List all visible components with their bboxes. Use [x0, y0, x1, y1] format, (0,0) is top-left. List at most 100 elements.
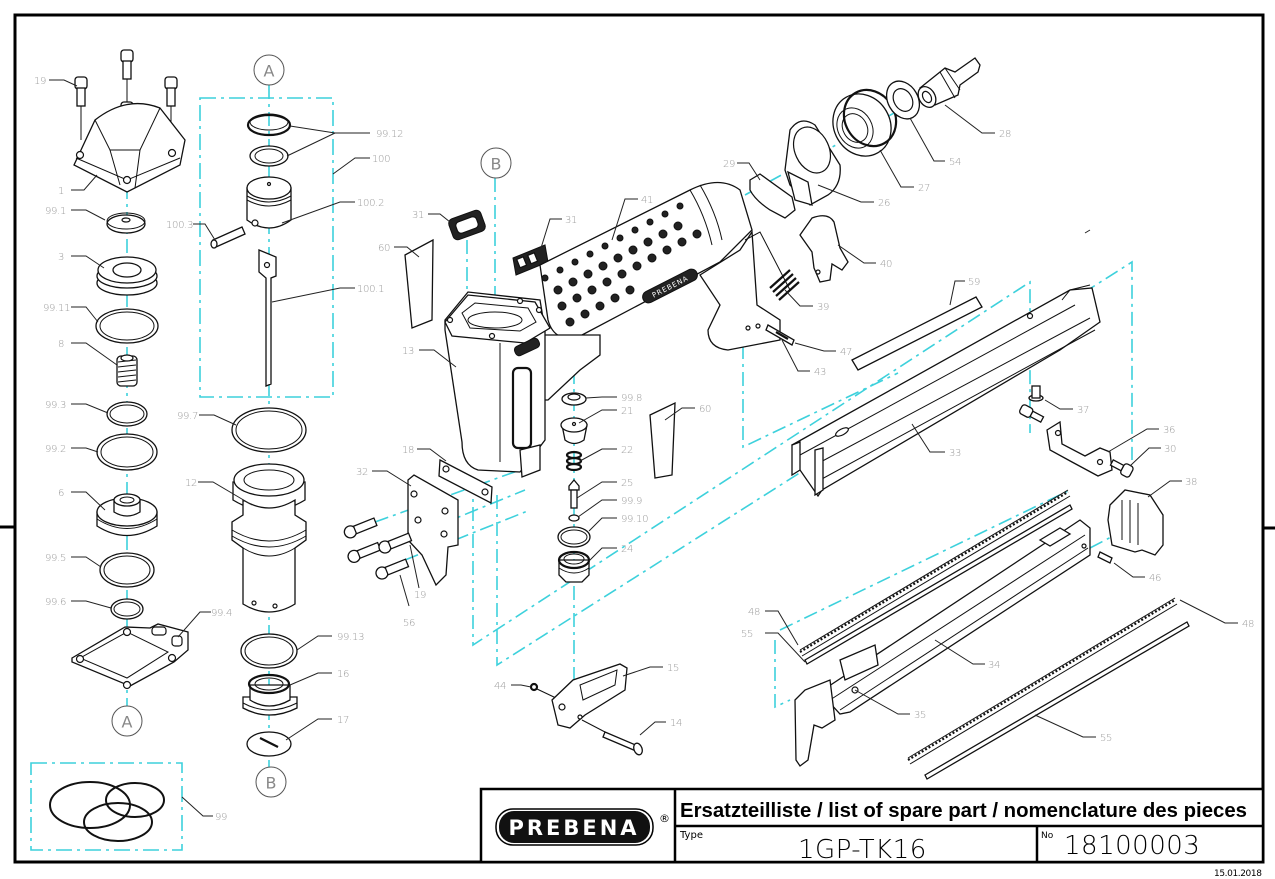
- callout-19: 19: [34, 76, 46, 87]
- part-8-spring: [116, 354, 138, 387]
- svg-text:B: B: [266, 774, 277, 793]
- frame-border: [13, 13, 1265, 864]
- part-3-valve-seat: [96, 256, 158, 296]
- callout-99-13: 99.13: [337, 632, 364, 643]
- part-99-7-o-ring: [231, 407, 307, 453]
- magazine-parts: [791, 284, 1190, 780]
- middle-column-parts: A: [210, 54, 307, 798]
- part-13-housing: [444, 291, 551, 478]
- callout-31-right: 31: [565, 215, 577, 226]
- callout-56: 56: [403, 618, 415, 629]
- callout-47: 47: [840, 347, 852, 358]
- part-99-9-o-ring: [568, 514, 580, 522]
- svg-text:A: A: [122, 713, 133, 732]
- part-handle: [699, 230, 791, 351]
- callout-40: 40: [880, 259, 892, 270]
- part-60-pad-right: [649, 401, 676, 479]
- callout-1: 1: [58, 186, 64, 197]
- part-100-3-pin: [210, 226, 246, 249]
- callout-8: 8: [58, 339, 64, 350]
- part-99-1-washer: [106, 212, 146, 234]
- part-18-plate: [438, 458, 493, 505]
- part-14-pin: [581, 719, 643, 756]
- part-24-valve-bushing: [557, 550, 591, 583]
- callout-54: 54: [949, 157, 961, 168]
- callout-31-left: 31: [412, 210, 424, 221]
- type-label: Type: [679, 830, 703, 841]
- part-29-latch: [749, 173, 796, 219]
- callout-100: 100: [372, 154, 390, 165]
- callout-35: 35: [914, 710, 926, 721]
- callout-46: 46: [1149, 573, 1161, 584]
- callout-99-5: 99.5: [45, 553, 66, 564]
- part-16-bumper-seat: [242, 673, 298, 716]
- axis-magazine-lower: [774, 640, 791, 709]
- callout-12: 12: [185, 478, 197, 489]
- callout-34: 34: [988, 660, 1000, 671]
- callout-48-right: 48: [1242, 619, 1254, 630]
- document-date: 15.01.2018: [1214, 869, 1262, 879]
- type-value: 1GP-TK16: [798, 835, 927, 865]
- reference-marker-a-top: A: [253, 54, 285, 86]
- callout-43: 43: [814, 367, 826, 378]
- part-21-valve-cap: [560, 417, 588, 445]
- part-17-bumper: [246, 731, 292, 757]
- part-28-air-plug: [917, 57, 981, 108]
- part-6-valve-piston: [96, 493, 158, 537]
- part-60-pad-left: [404, 238, 434, 329]
- callout-38: 38: [1185, 477, 1197, 488]
- part-99-2-o-ring: [96, 433, 158, 471]
- part-99-13-o-ring: [240, 633, 298, 669]
- part-26-hanger: [784, 120, 841, 206]
- stray-mark: [1084, 229, 1091, 234]
- reference-marker-b-bottom: B: [255, 766, 287, 798]
- part-31-cover-right: [512, 244, 549, 276]
- callout-55-left: 55: [741, 629, 753, 640]
- part-99-10-o-ring: [557, 526, 591, 548]
- leader-lines: [49, 79, 1238, 817]
- callout-28: 28: [999, 129, 1011, 140]
- document-number: 18100003: [1064, 831, 1200, 861]
- axis-nose-screw-1: [374, 469, 521, 523]
- callout-39: 39: [817, 302, 829, 313]
- callout-99-11: 99.11: [43, 303, 70, 314]
- main-body-parts: B PREBENA: [343, 147, 791, 587]
- part-41-grip: PREBENA: [539, 181, 753, 339]
- part-33-magazine: [791, 284, 1101, 498]
- part-40-latch-lever: [799, 215, 849, 283]
- callout-99-1: 99.1: [45, 206, 66, 217]
- callout-16: 16: [337, 669, 349, 680]
- part-55-rod-lower: [924, 621, 1190, 780]
- callout-3: 3: [58, 252, 64, 263]
- callout-99: 99: [215, 812, 227, 823]
- callout-99-8: 99.8: [621, 393, 642, 404]
- part-12-cylinder: [231, 463, 307, 613]
- callout-labels: 19 1 99.1 3 99.11 8 99.3 99.2 6 99.5 99.…: [34, 76, 1254, 823]
- part-99-6-o-ring: [110, 598, 144, 620]
- callout-48-left: 48: [748, 607, 760, 618]
- callout-99-4: 99.4: [211, 608, 232, 619]
- callout-17: 17: [337, 715, 349, 726]
- part-43-spring: [775, 331, 789, 340]
- callout-15: 15: [667, 663, 679, 674]
- callout-14: 14: [670, 718, 682, 729]
- callout-55-bottom: 55: [1100, 733, 1112, 744]
- part-34-rail: [819, 519, 1091, 715]
- drawing-frame: [0, 13, 1275, 864]
- callout-29: 29: [723, 159, 735, 170]
- part-30-screw: [1109, 458, 1134, 478]
- registered-mark: ®: [659, 812, 670, 825]
- callout-32: 32: [356, 467, 368, 478]
- title-block: PREBENA ® Ersatzteilliste / list of spar…: [479, 787, 1265, 865]
- part-99-o-ring-kit: [49, 781, 165, 842]
- part-99-3-o-ring: [106, 401, 148, 427]
- part-31-cover-left: [448, 209, 486, 241]
- callout-24: 24: [621, 544, 633, 555]
- axis-nose-screw-3: [404, 509, 531, 561]
- group-box-99: [30, 762, 183, 851]
- part-55-rod-upper: [804, 504, 1073, 665]
- part-99-8-washer: [561, 392, 587, 406]
- grip-holes: [541, 202, 702, 327]
- callout-60-right: 60: [699, 404, 711, 415]
